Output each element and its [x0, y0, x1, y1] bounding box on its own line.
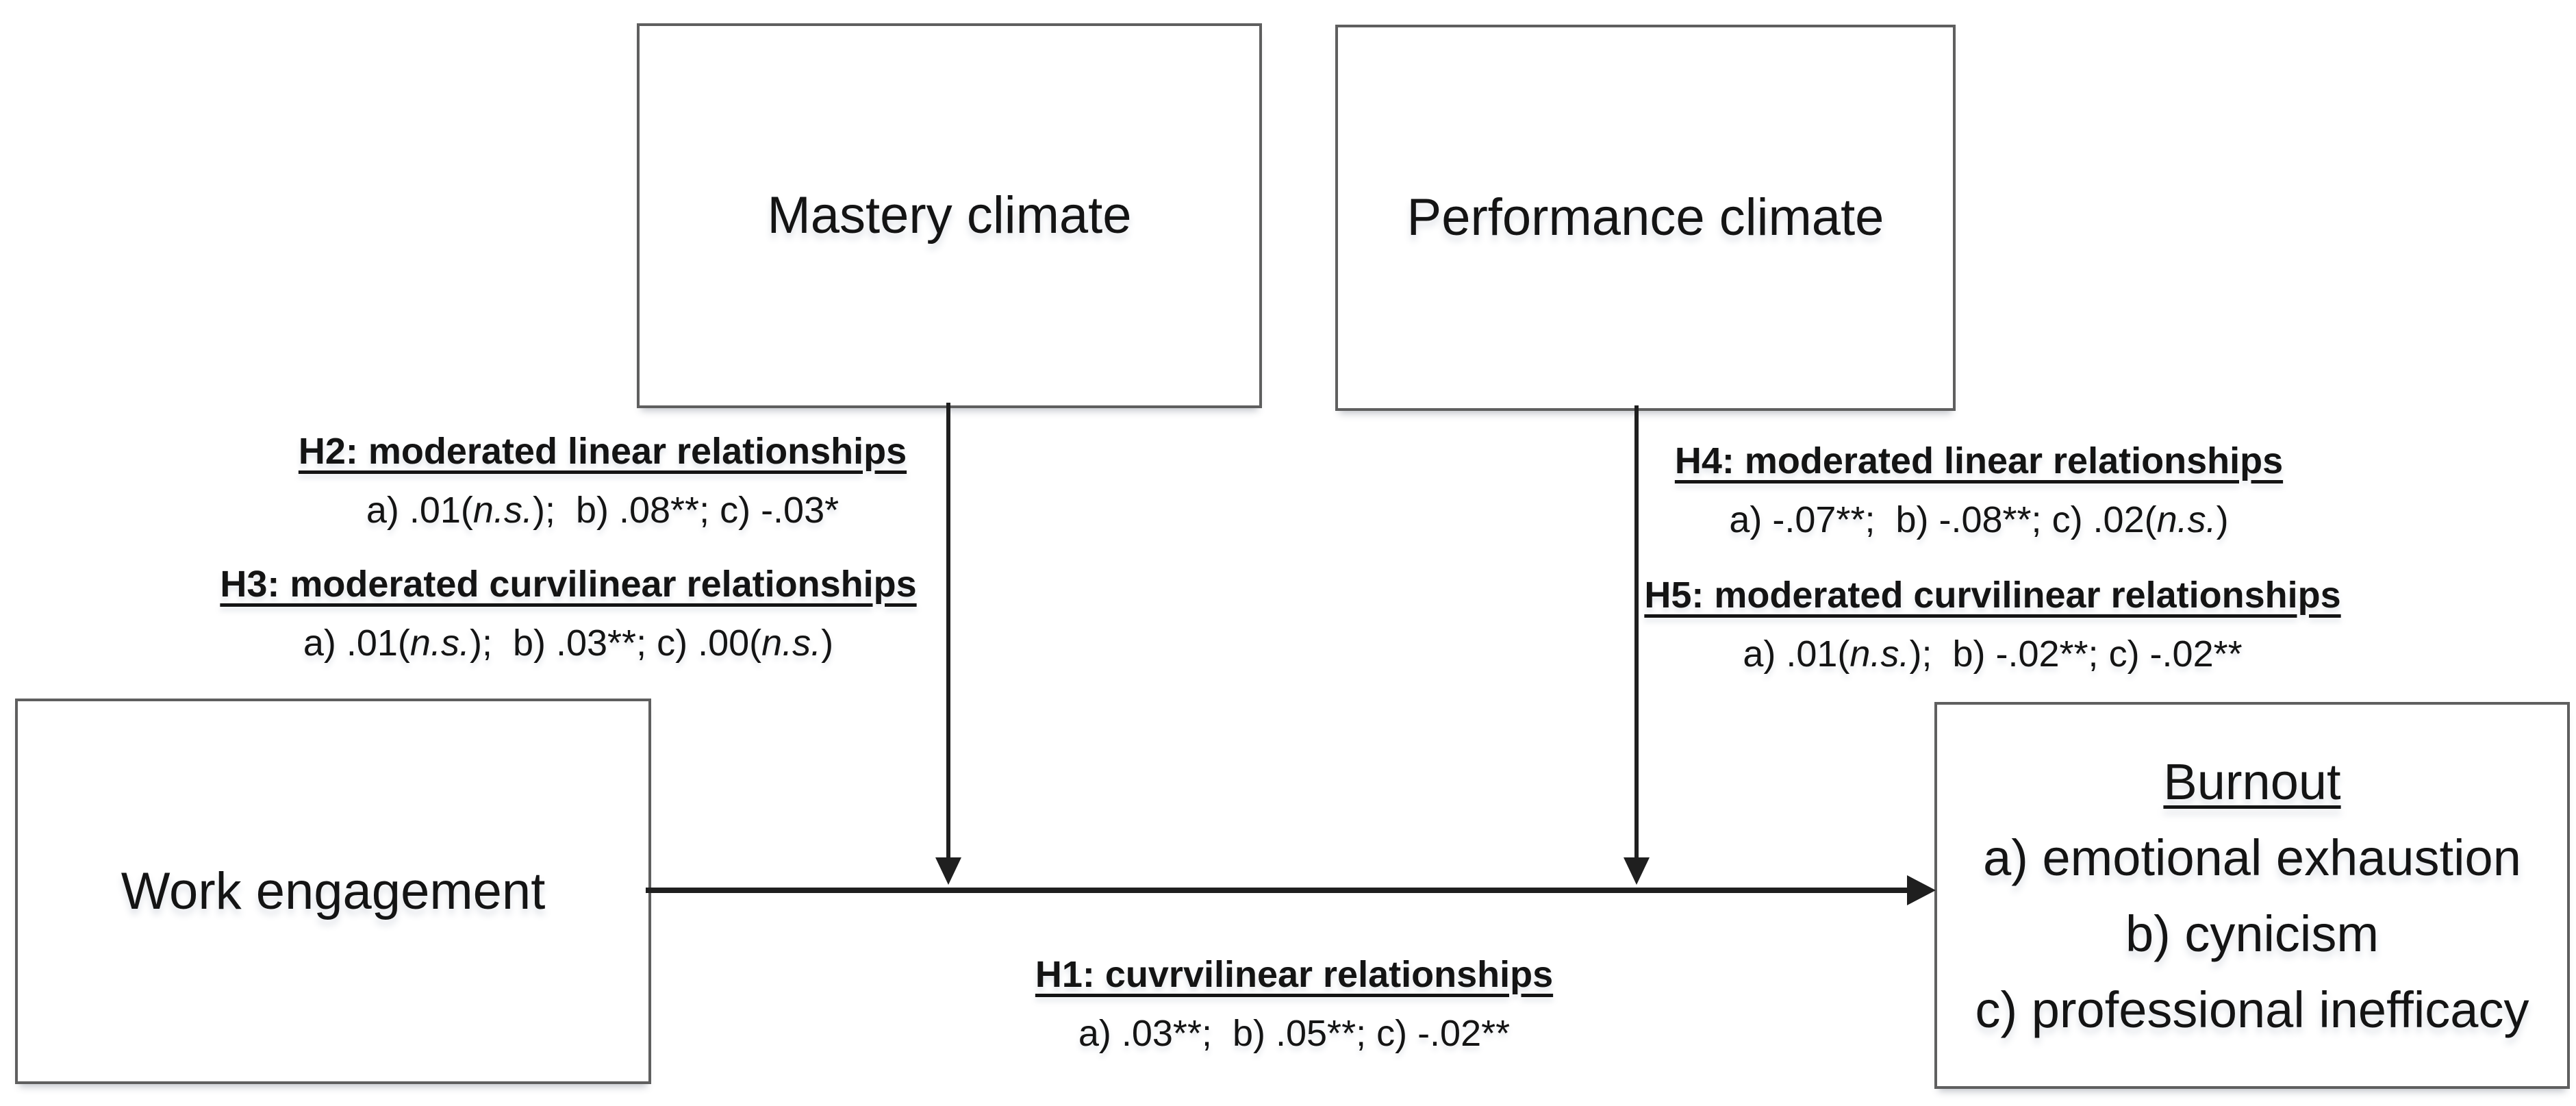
hypothesis-h2-values: a) .01(n.s.); b) .08**; c) -.03* [366, 490, 839, 531]
burnout-title: Burnout [2163, 753, 2341, 810]
hypothesis-h4-values: a) -.07**; b) -.08**; c) .02(n.s.) [1729, 499, 2229, 541]
hypothesis-h2-title: H2: moderated linear relationships [298, 431, 907, 472]
work-engagement-label: Work engagement [121, 862, 546, 920]
hypothesis-h3-block: H3: moderated curvilinear relationships … [192, 563, 945, 664]
hypothesis-h5-values: a) .01(n.s.); b) -.02**; c) -.02** [1743, 633, 2243, 675]
performance-moderation-arrow-line [1634, 405, 1639, 857]
hypothesis-h1-block: H1: cuvrvilinear relationships a) .03**;… [952, 953, 1637, 1055]
mastery-climate-box: Mastery climate [637, 23, 1262, 408]
burnout-item-professional-inefficacy: c) professional inefficacy [1975, 981, 2529, 1038]
mastery-moderation-arrowhead-icon [935, 857, 961, 885]
mastery-climate-label: Mastery climate [767, 186, 1132, 245]
performance-climate-label: Performance climate [1406, 188, 1884, 247]
hypothesis-h5-block: H5: moderated curvilinear relationships … [1616, 574, 2369, 675]
main-effect-arrowhead-icon [1907, 875, 1936, 905]
hypothesis-h3-title: H3: moderated curvilinear relationships [220, 564, 917, 605]
hypothesis-h4-block: H4: moderated linear relationships a) -.… [1602, 440, 2356, 541]
performance-moderation-arrowhead-icon [1624, 857, 1650, 885]
hypothesis-h5-title: H5: moderated curvilinear relationships [1644, 575, 2341, 616]
work-engagement-box: Work engagement [15, 699, 651, 1084]
hypothesis-h1-title: H1: cuvrvilinear relationships [1035, 954, 1554, 995]
hypothesis-h4-title: H4: moderated linear relationships [1674, 440, 2284, 481]
burnout-box: Burnout a) emotional exhaustion b) cynic… [1934, 702, 2570, 1089]
hypothesis-h3-values: a) .01(n.s.); b) .03**; c) .00(n.s.) [303, 623, 834, 664]
performance-climate-box: Performance climate [1335, 25, 1956, 411]
burnout-item-emotional-exhaustion: a) emotional exhaustion [1983, 829, 2521, 886]
main-effect-arrow-line [646, 888, 1911, 893]
burnout-item-cynicism: b) cynicism [2125, 905, 2379, 962]
mastery-moderation-arrow-line [946, 403, 950, 857]
hypothesis-h2-block: H2: moderated linear relationships a) .0… [226, 430, 979, 531]
hypothesis-h1-values: a) .03**; b) .05**; c) -.02** [1078, 1013, 1511, 1055]
